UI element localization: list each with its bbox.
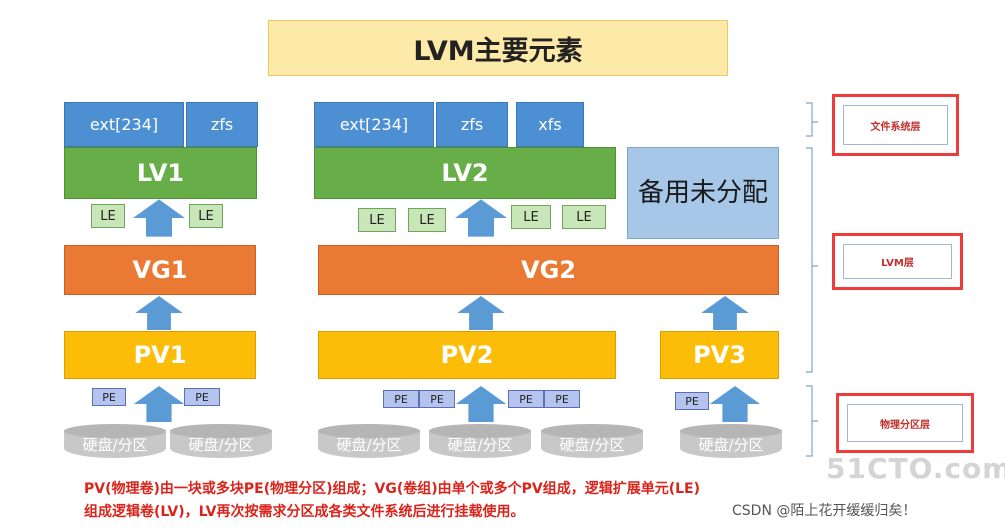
lv1-block: LV1: [64, 147, 257, 199]
bracket-phys-layer: [806, 385, 818, 457]
pe-label-pv2-2: PE: [419, 390, 455, 408]
pv3-block: PV3: [660, 331, 779, 379]
fs-ext234-left: ext[234]: [64, 102, 184, 147]
watermark-csdn: CSDN @陌上花开缓缓归矣！: [732, 503, 917, 519]
disk-5-label: 硬盘/分区: [559, 436, 625, 454]
bracket-fs-layer: [806, 102, 818, 137]
disk-1: 硬盘/分区: [64, 424, 166, 458]
disk-6-label: 硬盘/分区: [698, 436, 764, 454]
fs-zfs-mid: zfs: [436, 102, 508, 147]
layer-box-lvm: LVM层: [832, 233, 963, 290]
layer-box-filesystem: 文件系统层: [832, 94, 959, 156]
caption-line-1: PV(物理卷)由一块或多块PE(物理分区)组成；VG(卷组)由单个或多个PV组成…: [84, 481, 701, 497]
disk-4: 硬盘/分区: [429, 424, 531, 458]
pe-label-pv1-right: PE: [184, 388, 220, 406]
vg2-block: VG2: [318, 245, 779, 295]
diagram-title: LVM主要元素: [268, 20, 728, 76]
layer-label-filesystem: 文件系统层: [843, 105, 948, 145]
disk-2: 硬盘/分区: [170, 424, 272, 458]
disk-2-label: 硬盘/分区: [188, 436, 254, 454]
pv2-block: PV2: [318, 331, 616, 379]
disk-6: 硬盘/分区: [680, 424, 782, 458]
le-label-lv2-4: LE: [562, 205, 606, 229]
bracket-lvm-layer: [806, 147, 818, 373]
layer-box-physical: 物理分区层: [836, 393, 974, 453]
disk-3-label: 硬盘/分区: [336, 436, 402, 454]
vg1-block: VG1: [64, 245, 256, 295]
pe-label-pv2-4: PE: [544, 390, 580, 408]
pe-label-pv2-1: PE: [383, 390, 419, 408]
layer-label-lvm: LVM层: [843, 244, 952, 279]
le-label-lv1-left: LE: [91, 204, 125, 228]
fs-ext234-mid: ext[234]: [314, 102, 434, 147]
fs-xfs-mid: xfs: [516, 102, 584, 147]
le-label-lv2-3: LE: [511, 205, 551, 229]
unallocated-block: 备用未分配: [627, 147, 779, 239]
disk-1-label: 硬盘/分区: [82, 436, 148, 454]
le-label-lv1-right: LE: [189, 204, 223, 228]
pv1-block: PV1: [64, 331, 256, 379]
pe-label-pv2-3: PE: [508, 390, 544, 408]
disk-4-label: 硬盘/分区: [447, 436, 513, 454]
pe-label-pv3: PE: [675, 392, 709, 410]
caption-line-2: 组成逻辑卷(LV)，LV再次按需求分区成各类文件系统后进行挂载使用。: [84, 504, 525, 520]
lv2-block: LV2: [314, 147, 616, 199]
disk-3: 硬盘/分区: [318, 424, 420, 458]
disk-5: 硬盘/分区: [541, 424, 643, 458]
fs-zfs-left: zfs: [186, 102, 258, 147]
layer-label-physical: 物理分区层: [847, 404, 963, 442]
le-label-lv2-2: LE: [408, 208, 446, 232]
watermark-51cto: 51CTO.com: [826, 452, 1005, 485]
pe-label-pv1-left: PE: [92, 388, 126, 406]
le-label-lv2-1: LE: [358, 208, 396, 232]
